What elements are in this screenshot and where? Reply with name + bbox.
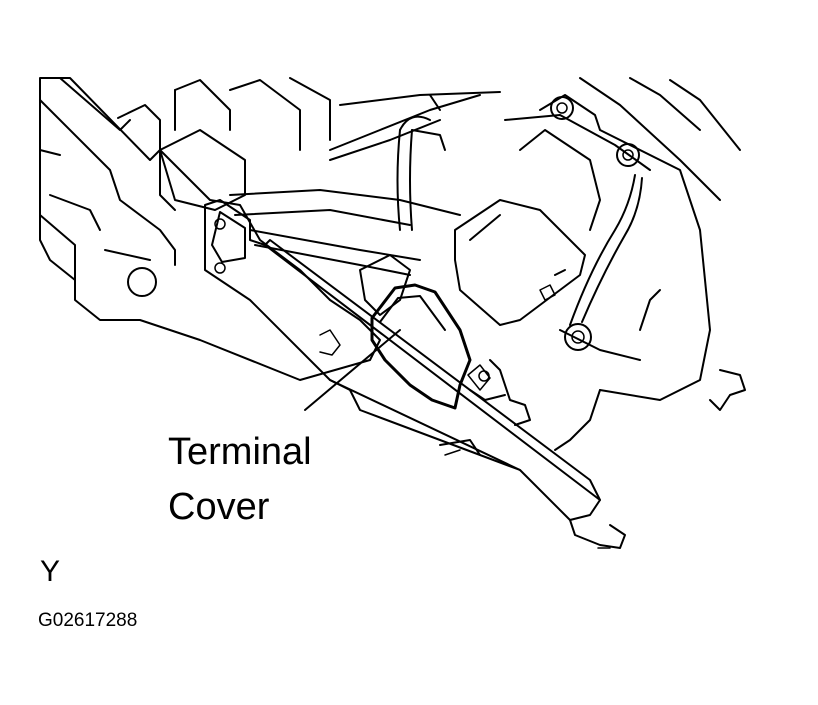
terminal-cover bbox=[359, 254, 531, 426]
wiring-harness bbox=[229, 91, 501, 276]
right-bracket bbox=[504, 77, 746, 451]
ground-terminal-icon bbox=[564, 323, 592, 351]
bolt-icon bbox=[550, 96, 574, 120]
view-letter: Y bbox=[40, 555, 61, 588]
connector-block bbox=[117, 77, 331, 211]
callout-leader-line bbox=[304, 329, 401, 411]
bolt-icon bbox=[616, 143, 640, 167]
relay-component bbox=[454, 199, 586, 326]
figure-code: G02617288 bbox=[38, 610, 138, 631]
callout-label-line-1: Terminal bbox=[168, 431, 312, 473]
module-housing bbox=[204, 199, 626, 549]
callout-label-line-2: Cover bbox=[168, 486, 270, 528]
bolts bbox=[550, 96, 643, 351]
mounting-plate bbox=[39, 77, 381, 381]
